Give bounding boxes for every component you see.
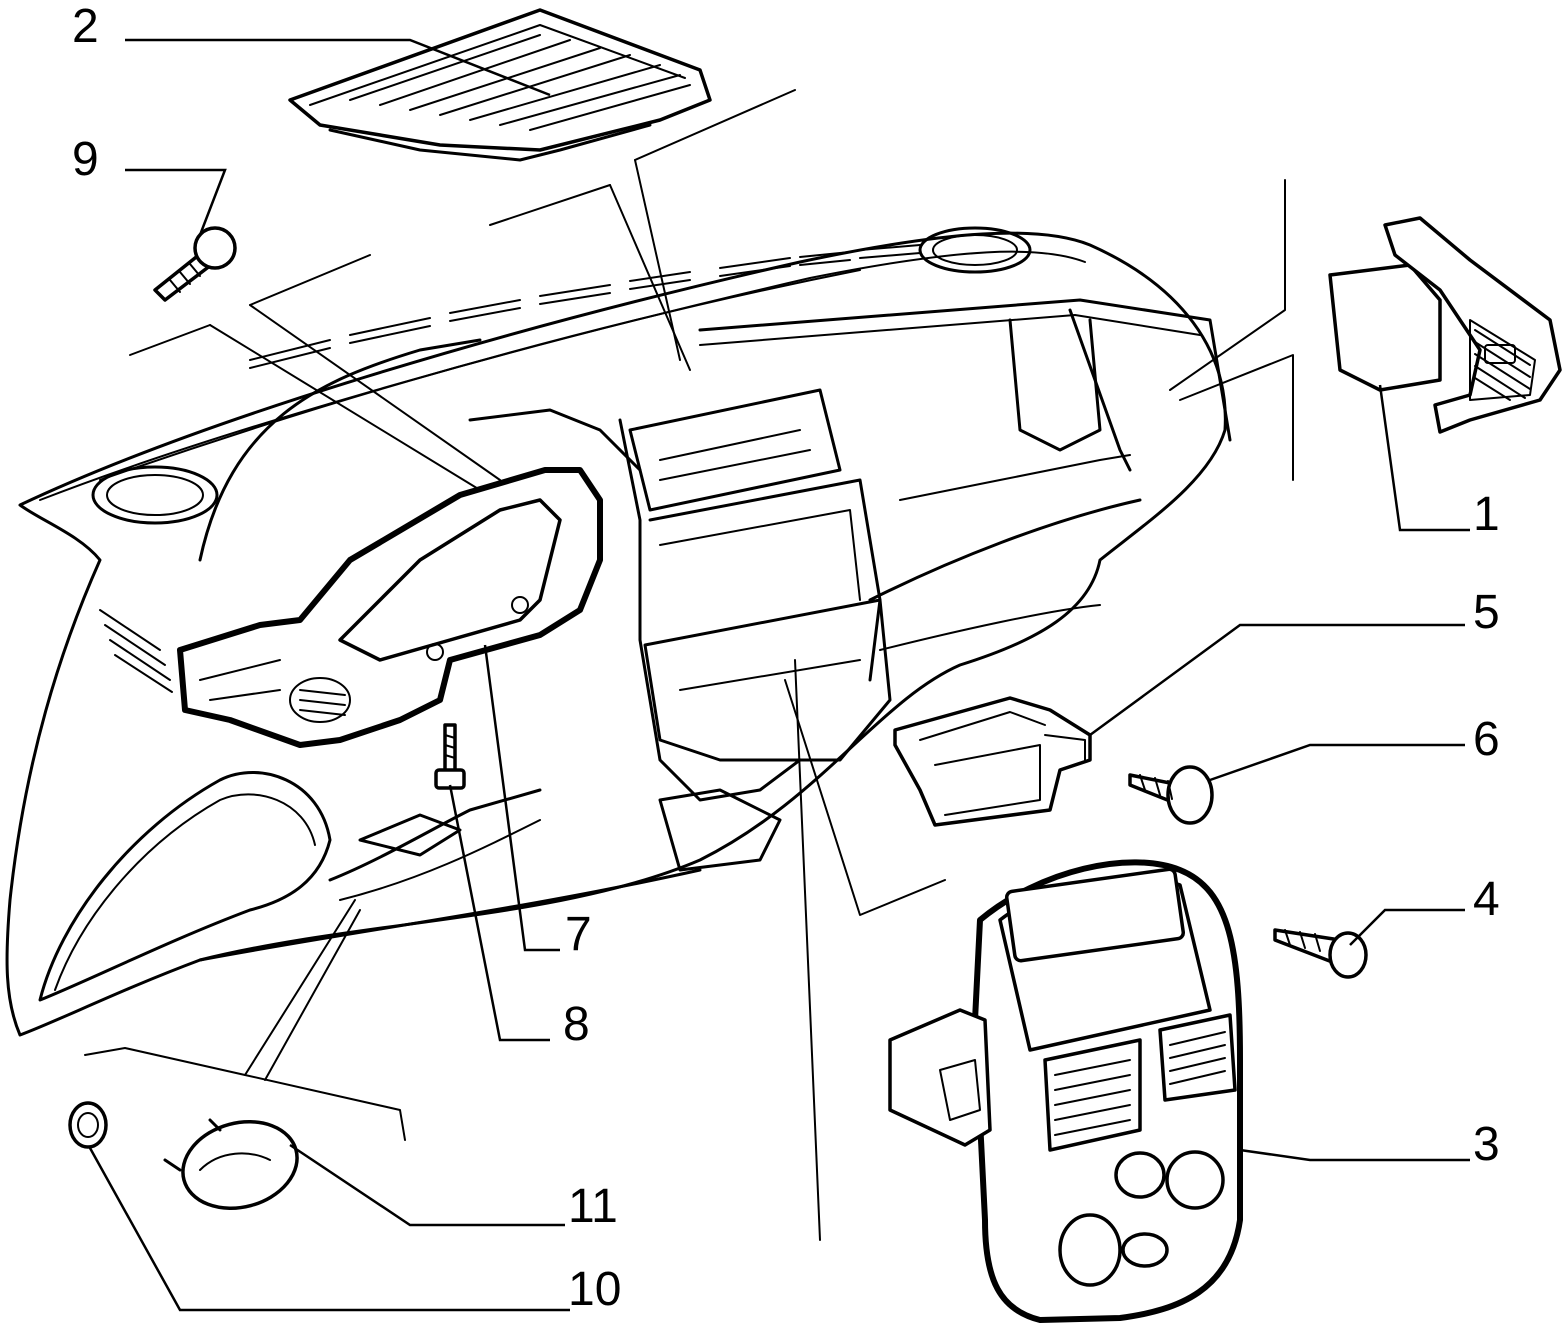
screw-part-9	[153, 226, 237, 302]
screw-part-4	[1273, 928, 1368, 979]
callout-11: 11	[568, 1180, 618, 1233]
dashboard-main-body	[5, 226, 1232, 1037]
center-console-part	[888, 859, 1243, 1323]
callout-8: 8	[563, 998, 590, 1051]
callout-7: 7	[565, 908, 592, 961]
callout-3: 3	[1473, 1118, 1500, 1171]
plug-cap-part-11	[163, 1118, 299, 1211]
instrument-cluster-hood	[177, 467, 603, 748]
callout-1: 1	[1473, 488, 1500, 541]
callout-5: 5	[1473, 586, 1500, 639]
leader-lines	[84, 38, 1470, 1312]
callout-9: 9	[72, 133, 99, 186]
top-defrost-grille-part	[288, 8, 712, 162]
clip-nut-part-10	[68, 1101, 108, 1149]
side-air-vent-part	[1328, 216, 1562, 434]
callout-4: 4	[1473, 873, 1500, 926]
screw-part-6	[1128, 765, 1214, 825]
screw-part-8	[434, 723, 466, 790]
bracket-housing-part	[893, 696, 1092, 827]
callout-6: 6	[1473, 713, 1500, 766]
callout-2: 2	[72, 0, 99, 53]
callout-10: 10	[568, 1263, 621, 1316]
callout-labels: 1 2 3 4 5 6 7 8 9 10 11	[72, 0, 1500, 1316]
